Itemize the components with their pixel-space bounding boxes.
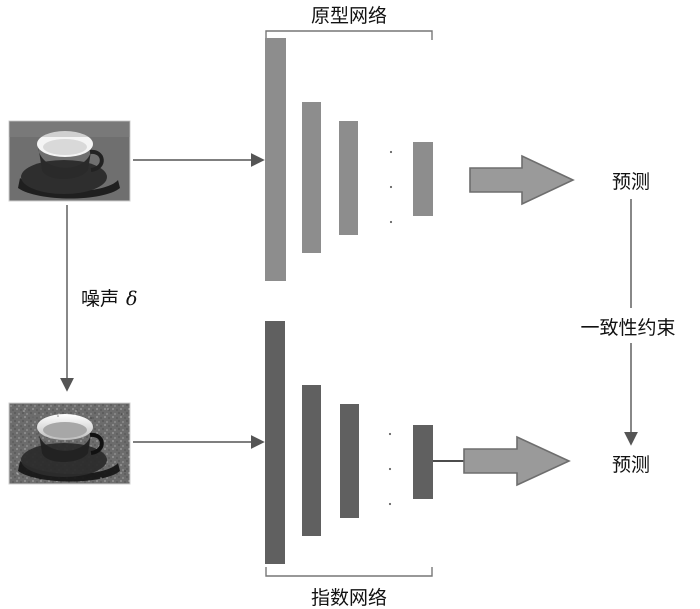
noisy-cup-photo-icon [8,402,131,485]
bottom-ellipsis-dot-2 [388,467,392,471]
bottom-prediction-label: 预测 [612,454,650,476]
bottom-layer-4 [413,425,433,499]
bottom-layer-1 [265,321,285,564]
top-layer-3 [339,121,358,235]
top-ellipsis-dot-3 [389,220,393,224]
input-image [8,120,131,202]
bottom-network-label: 指数网络 [311,587,387,609]
noise-label: 噪声 [81,288,119,310]
bottom-layer-3 [340,404,359,518]
bottom-ellipsis-dot-1 [388,432,392,436]
top-ellipsis-dot-1 [389,150,393,154]
top-layer-2 [302,102,321,253]
top-layer-4 [413,142,433,216]
top-layer-1 [265,38,286,281]
bottom-prediction-arrow [463,435,571,487]
cup-photo-icon [8,120,131,202]
consistency-label: 一致性约束 [580,317,675,339]
bottom-ellipsis-dot-3 [388,502,392,506]
top-ellipsis-dot-2 [389,185,393,189]
noisy-input-image [8,402,131,485]
bottom-bracket [265,567,433,577]
top-prediction-arrow [469,154,575,206]
top-network-label: 原型网络 [311,5,387,27]
top-prediction-label: 预测 [612,171,650,193]
noise-symbol: δ [126,288,137,310]
bottom-layer-2 [302,385,321,536]
top-bracket [265,30,433,40]
